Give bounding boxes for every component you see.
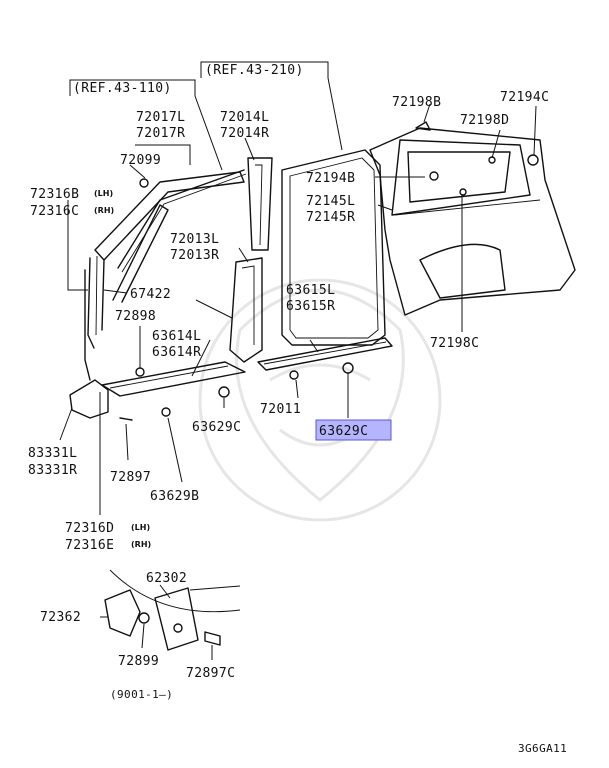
label-67422: 67422 bbox=[130, 287, 171, 302]
label-63615r: 63615R bbox=[286, 299, 335, 314]
leader-72017 bbox=[135, 144, 191, 165]
label-72316b: 72316B bbox=[30, 187, 79, 202]
highlight-box bbox=[315, 419, 392, 441]
label-72897c: 72897C bbox=[186, 666, 235, 681]
label-72316b-lh: (LH) bbox=[94, 189, 113, 198]
label-72316c: 72316C bbox=[30, 204, 79, 219]
label-72316e-rh: (RH) bbox=[131, 540, 151, 549]
label-72316c-rh: (RH) bbox=[94, 206, 114, 215]
label-62302: 62302 bbox=[146, 571, 187, 586]
door-opening-weatherstrip-inner bbox=[289, 157, 379, 339]
label-72013r: 72013R bbox=[170, 248, 219, 263]
label-63614l: 63614L bbox=[152, 329, 201, 344]
hinge-83331 bbox=[69, 379, 109, 419]
label-72316d-lh: (LH) bbox=[131, 523, 150, 532]
lower-bracket-assembly bbox=[104, 569, 241, 651]
label-63629b: 63629B bbox=[150, 489, 199, 504]
label-72194c: 72194C bbox=[500, 90, 549, 105]
label-72316e: 72316E bbox=[65, 538, 114, 553]
door-opening-weatherstrip bbox=[281, 149, 386, 346]
watermark-emblem bbox=[198, 278, 442, 522]
label-72017l: 72017L bbox=[136, 110, 185, 125]
label-serial: (9001-1—) bbox=[110, 688, 173, 701]
scuff-plates bbox=[101, 337, 393, 397]
front-pillar-trim bbox=[84, 171, 245, 381]
label-72014l: 72014L bbox=[220, 110, 269, 125]
leader-lines bbox=[59, 103, 537, 660]
diagram-code: 3G6GA11 bbox=[518, 742, 567, 755]
label-72014r: 72014R bbox=[220, 126, 269, 141]
label-72316d: 72316D bbox=[65, 521, 114, 536]
rear-quarter-trim bbox=[369, 121, 576, 316]
ref-43-210-bracket bbox=[200, 61, 343, 151]
label-63615l: 63615L bbox=[286, 283, 335, 298]
label-ref-43-110: (REF.43-110) bbox=[73, 81, 172, 96]
label-72017r: 72017R bbox=[136, 126, 185, 141]
label-63629c-a: 63629C bbox=[192, 420, 241, 435]
label-72145r: 72145R bbox=[306, 210, 355, 225]
label-72198b: 72198B bbox=[392, 95, 441, 110]
label-72898: 72898 bbox=[115, 309, 156, 324]
label-72198c: 72198C bbox=[430, 336, 479, 351]
label-83331r: 83331R bbox=[28, 463, 77, 478]
label-72194b: 72194B bbox=[306, 171, 355, 186]
label-72362: 72362 bbox=[40, 610, 81, 625]
part-labels: (REF.43-210) (REF.43-110) 72017L 72017R … bbox=[28, 63, 567, 755]
label-63629c-b: 63629C bbox=[319, 424, 368, 439]
weatherstrip-72017-inner bbox=[121, 173, 247, 273]
label-72099: 72099 bbox=[120, 153, 161, 168]
label-72011: 72011 bbox=[260, 402, 301, 417]
weatherstrip-72017 bbox=[117, 169, 245, 269]
leader-72099 bbox=[129, 164, 146, 179]
label-72145l: 72145L bbox=[306, 194, 355, 209]
label-83331l: 83331L bbox=[28, 446, 77, 461]
label-72013l: 72013L bbox=[170, 232, 219, 247]
label-72198d: 72198D bbox=[460, 113, 509, 128]
label-63614r: 63614R bbox=[152, 345, 201, 360]
label-72899: 72899 bbox=[118, 654, 159, 669]
label-ref-43-210: (REF.43-210) bbox=[205, 63, 304, 78]
ref-43-110-bracket bbox=[69, 79, 223, 171]
center-pillar-trims bbox=[229, 157, 273, 363]
label-72897: 72897 bbox=[110, 470, 151, 485]
